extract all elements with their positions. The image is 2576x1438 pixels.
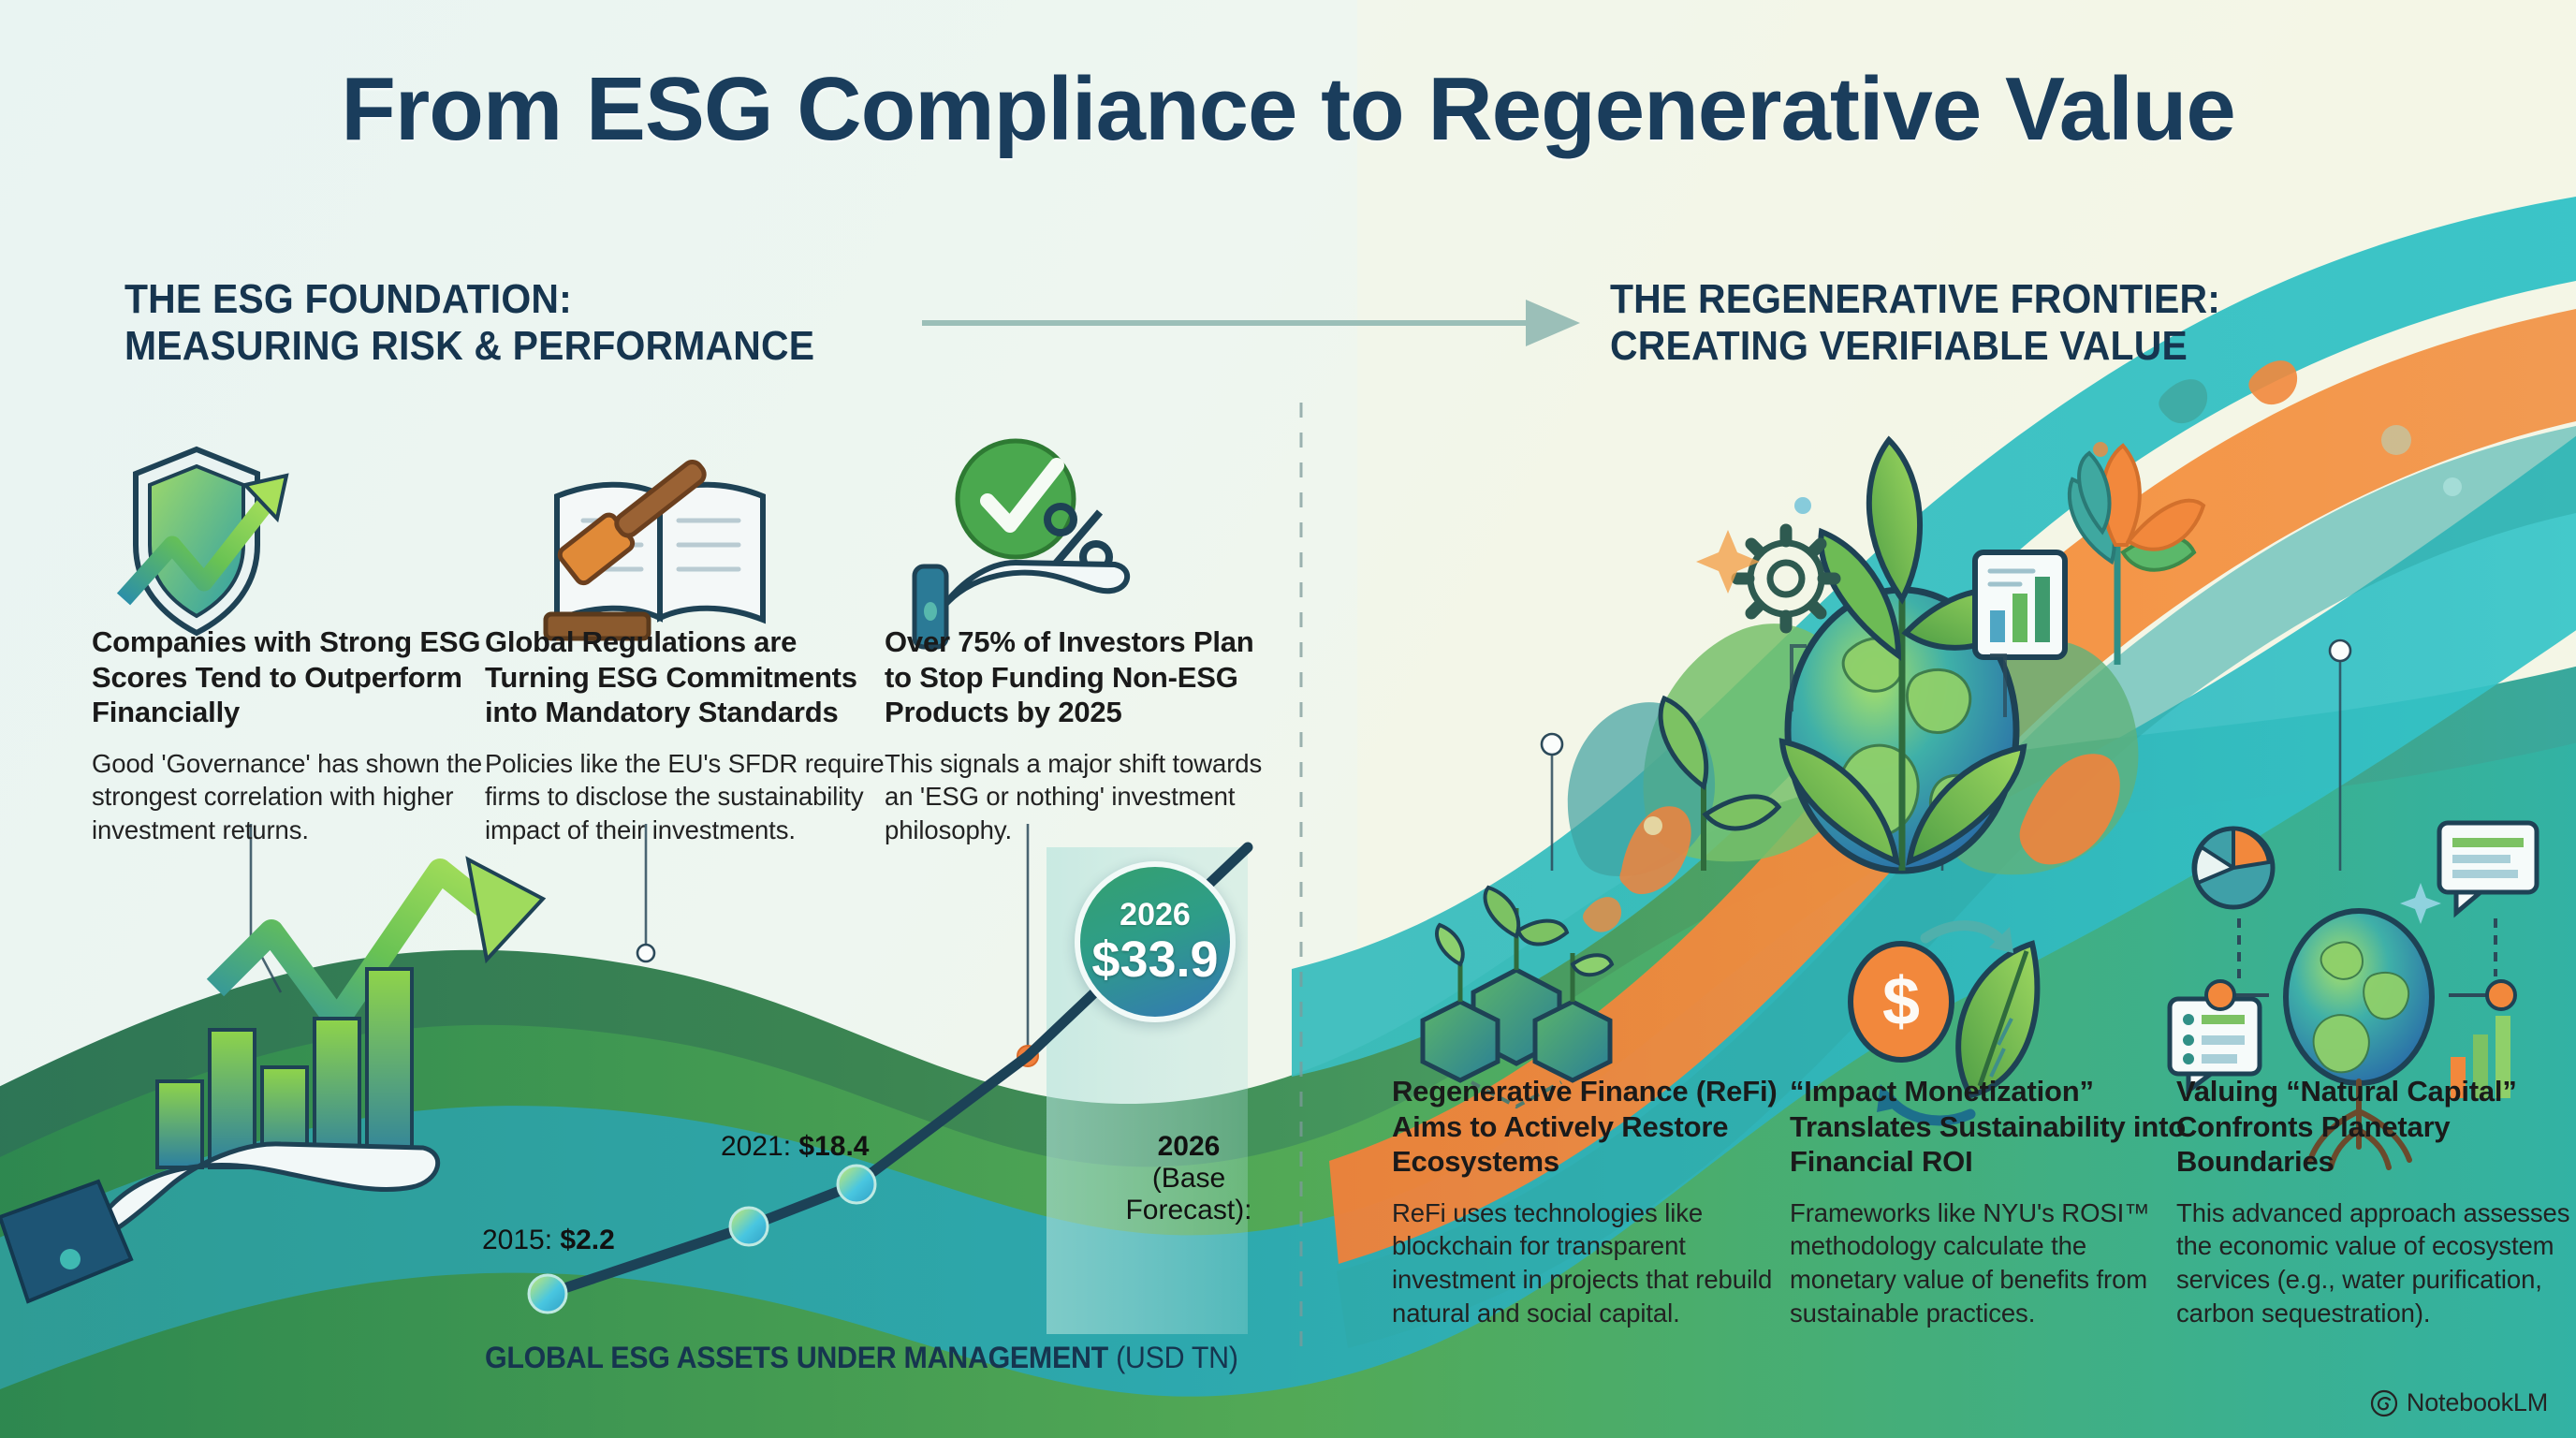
regen-card-refi: Regenerative Finance (ReFi) Aims to Acti… — [1392, 875, 1794, 1330]
regen-card-natural-capital: Valuing “Natural Capital” Confronts Plan… — [2176, 875, 2576, 1330]
section-header-right: THE REGENERATIVE FRONTIER: CREATING VERI… — [1610, 276, 2220, 369]
chart-forecast-label: 2026 (Base Forecast): — [1105, 1131, 1273, 1227]
globe-plants-growth-illustration — [1567, 360, 2462, 932]
shield-growth-arrow-icon — [116, 446, 289, 637]
card-body: Policies like the EU's SFDR require firm… — [485, 748, 885, 845]
esg-card-investors: Over 75% of Investors Plan to Stop Fundi… — [885, 426, 1287, 847]
card-body: Frameworks like NYU's ROSI™ methodology … — [1790, 1197, 2150, 1328]
globe-roots-data-icon — [2167, 820, 2539, 1170]
badge-year: 2026 — [1120, 897, 1191, 932]
chart-title: GLOBAL ESG ASSETS UNDER MANAGEMENT (USD … — [485, 1341, 1238, 1375]
card-heading: Companies with Strong ESG Scores Tend to… — [92, 625, 481, 728]
chart-point-label-2021: 2021: $18.4 — [721, 1131, 870, 1162]
section-header-right-line2: CREATING VERIFIABLE VALUE — [1610, 322, 2188, 369]
svg-text:$: $ — [1882, 964, 1920, 1039]
card-heading: Global Regulations are Turning ESG Commi… — [485, 625, 857, 728]
card-body: Good 'Governance' has shown the stronges… — [92, 748, 483, 845]
chart-title-unit: (USD TN) — [1116, 1341, 1238, 1374]
section-header-left: THE ESG FOUNDATION: MEASURING RISK & PER… — [124, 276, 814, 369]
esg-card-outperform: Companies with Strong ESG Scores Tend to… — [92, 426, 494, 847]
section-header-left-line1: THE ESG FOUNDATION: — [124, 276, 572, 322]
gavel-book-icon — [543, 460, 766, 641]
flow-arrow-icon — [922, 300, 1580, 346]
dollar-leaf-cycle-icon-slot — [1790, 875, 2192, 1063]
esg-card-regulations: Global Regulations are Turning ESG Commi… — [485, 426, 887, 847]
card-heading: Valuing “Natural Capital” Confronts Plan… — [2176, 1075, 2517, 1178]
globe-roots-data-icon-slot — [2176, 875, 2576, 1063]
hand-checkmark-percent-icon — [912, 438, 1130, 650]
blockchain-sprouts-icon-slot — [1392, 875, 1794, 1063]
gavel-book-icon-slot — [485, 426, 887, 613]
watermark-label: NotebookLM — [2406, 1388, 2548, 1416]
section-header-left-line2: MEASURING RISK & PERFORMANCE — [124, 322, 815, 369]
chart-title-main: GLOBAL ESG ASSETS UNDER MANAGEMENT — [485, 1341, 1108, 1374]
forecast-year: 2026 — [1157, 1131, 1221, 1162]
blockchain-sprouts-icon — [1420, 885, 1615, 1109]
notebooklm-watermark: NotebookLM — [2370, 1388, 2548, 1417]
forecast-note-2: Forecast): — [1125, 1195, 1252, 1226]
card-heading: Over 75% of Investors Plan to Stop Fundi… — [885, 625, 1254, 728]
card-body: This advanced approach assesses the econ… — [2176, 1197, 2570, 1328]
forecast-note-1: (Base — [1151, 1163, 1226, 1195]
section-header-right-line1: THE REGENERATIVE FRONTIER: — [1610, 276, 2221, 322]
card-body: ReFi uses technologies like blockchain f… — [1392, 1197, 1773, 1328]
card-body: This signals a major shift towards an 'E… — [885, 748, 1263, 845]
forecast-value-badge: 2026 $33.9 — [1075, 861, 1236, 1022]
hand-bar-chart-illustration — [0, 856, 547, 1304]
hand-checkmark-percent-icon-slot — [885, 426, 1287, 613]
dollar-leaf-cycle-icon: $ — [1848, 920, 2041, 1126]
card-heading: Regenerative Finance (ReFi) Aims to Acti… — [1392, 1075, 1778, 1178]
page-title: From ESG Compliance to Regenerative Valu… — [341, 59, 2236, 159]
regen-card-impact-monetization: “Impact Monetization” Translates Sustain… — [1790, 875, 2192, 1330]
shield-growth-arrow-icon-slot — [92, 426, 494, 613]
badge-value: $33.9 — [1091, 932, 1219, 988]
chart-point-label-2015: 2015: $2.2 — [482, 1225, 615, 1255]
notebooklm-spiral-icon — [2370, 1389, 2398, 1416]
card-heading: “Impact Monetization” Translates Sustain… — [1790, 1075, 2186, 1178]
